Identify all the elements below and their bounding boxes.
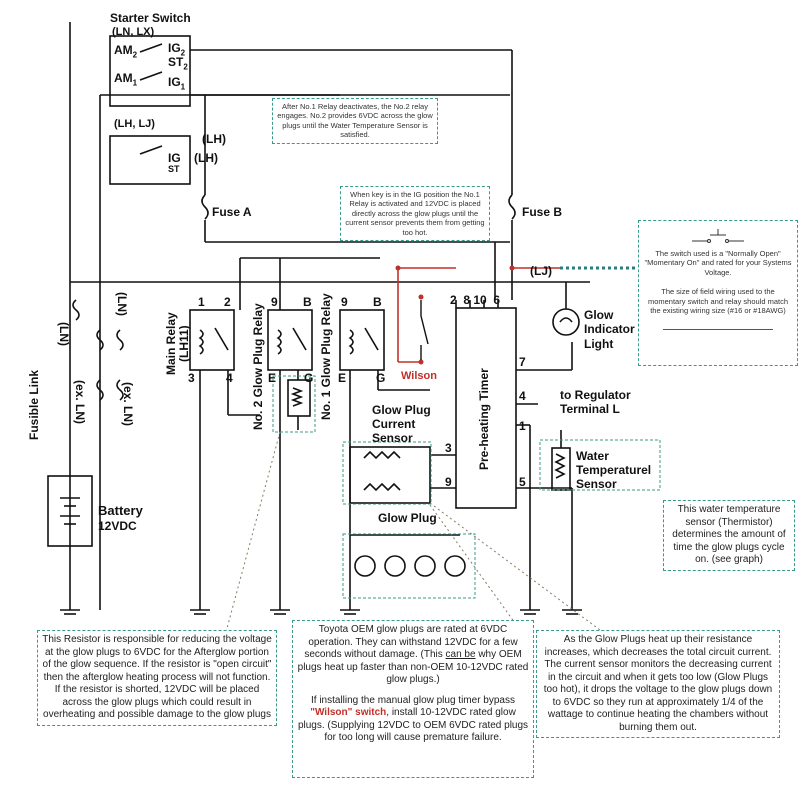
note-resistor: This Resistor is responsible for reducin…	[37, 630, 277, 726]
lj-tag: (LJ)	[530, 264, 552, 278]
note-water-sensor: This water temperature sensor (Thermisto…	[663, 500, 795, 571]
note-ig-position: When key is in the IG position the No.1 …	[340, 186, 490, 241]
no2-relay-pin-b: B	[303, 295, 312, 309]
callout-leaders	[225, 431, 601, 633]
timer-pin-9: 9	[445, 475, 452, 489]
glow-indicator-label: Glow Indicator Light	[584, 308, 635, 351]
component-highlights	[272, 375, 661, 599]
timer-pin-4: 4	[519, 389, 526, 403]
battery-label: Battery	[98, 503, 143, 518]
no2-relay-label: No. 2 Glow Plug Relay	[251, 303, 265, 430]
no1-relay-pin-b: B	[373, 295, 382, 309]
timer-pin-5: 5	[519, 475, 526, 489]
note-divider	[663, 329, 773, 331]
timer-label: Pre-heating Timer	[477, 368, 491, 470]
no1-relay-label: No. 1 Glow Plug Relay	[319, 293, 333, 420]
no2-relay-pin-g: G	[304, 371, 314, 385]
am1-label: AM1	[114, 71, 138, 88]
switch-note-1: The switch used is a "Normally Open" "Mo…	[644, 249, 792, 277]
starter-switch-box-lh	[109, 135, 191, 185]
wilson-terminals	[395, 265, 515, 365]
main-relay-pin-2: 2	[224, 295, 231, 309]
glow-plug-label: Glow Plug	[378, 511, 437, 525]
ig2-label: IG2	[168, 41, 186, 58]
fuse-a-label: Fuse A	[212, 205, 252, 219]
glow-plug-sensor-label: Glow Plug Current Sensor	[372, 403, 431, 445]
timer-pin-1: 1	[519, 419, 526, 433]
starter-switch-title: Starter Switch	[110, 11, 191, 25]
starter-switch-box-ln	[109, 35, 191, 107]
starter-switch-variant-lh: (LH, LJ)	[114, 118, 155, 130]
momentary-switch-icon	[692, 229, 744, 243]
ig-label: IG	[168, 151, 181, 165]
no2-relay-pin-e: E	[268, 371, 277, 385]
ex-ln-tag-1: (ex. LN)	[73, 380, 87, 425]
st2-label: ST2	[168, 55, 188, 72]
fusible-link-label: Fusible Link	[27, 369, 41, 440]
no1-relay-pin-9: 9	[341, 295, 348, 309]
wilson-switch-symbol	[420, 300, 429, 360]
am2-label: AM2	[114, 43, 138, 60]
note-wilson-switch-spec: The switch used is a "Normally Open" "Mo…	[638, 220, 798, 366]
main-relay-pin-1: 1	[198, 295, 205, 309]
starter-switch-variant-ln: (LN, LX)	[112, 26, 155, 38]
note-current-sensor: As the Glow Plugs heat up their resistan…	[536, 630, 780, 738]
ln-tag-2: (LN)	[115, 292, 129, 316]
main-relay-code: (LH11)	[177, 325, 191, 362]
oem-paragraph-1: Toyota OEM glow plugs are rated at 6VDC …	[297, 624, 529, 685]
switch-note-2: The size of field wiring used to the mom…	[647, 287, 789, 315]
to-regulator-label: to Regulator Terminal L	[560, 388, 631, 417]
wilson-switch-label: Wilson	[401, 370, 437, 382]
note-oem-glow-plugs: Toyota OEM glow plugs are rated at 6VDC …	[292, 620, 534, 778]
timer-pin-3: 3	[445, 441, 452, 455]
fuse-b-label: Fuse B	[522, 205, 563, 219]
timer-top-pins: 2 8 10 6	[450, 293, 501, 307]
no1-relay-pin-e: E	[338, 371, 347, 385]
lh-tag-top: (LH)	[202, 132, 226, 146]
water-sensor-label: Water Temperaturel Sensor	[576, 449, 652, 491]
wilson-bypass-wiring	[397, 267, 560, 363]
timer-pin-7: 7	[519, 355, 526, 369]
oem-paragraph-2: If installing the manual glow plug timer…	[297, 694, 529, 744]
ln-tag-1: (LN)	[57, 322, 71, 346]
no2-relay-pin-9: 9	[271, 295, 278, 309]
ig1-label: IG1	[168, 75, 186, 92]
st-label: ST	[168, 164, 180, 174]
lh-tag-side: (LH)	[194, 151, 218, 165]
battery-voltage: 12VDC	[98, 519, 137, 533]
main-relay-pin-4: 4	[226, 371, 233, 385]
ex-ln-tag-2: (ex. LN)	[121, 382, 135, 427]
no1-relay-pin-g: G	[376, 371, 386, 385]
note-relay-sequence: After No.1 Relay deactivates, the No.2 r…	[272, 98, 438, 144]
main-relay-pin-3: 3	[188, 371, 195, 385]
